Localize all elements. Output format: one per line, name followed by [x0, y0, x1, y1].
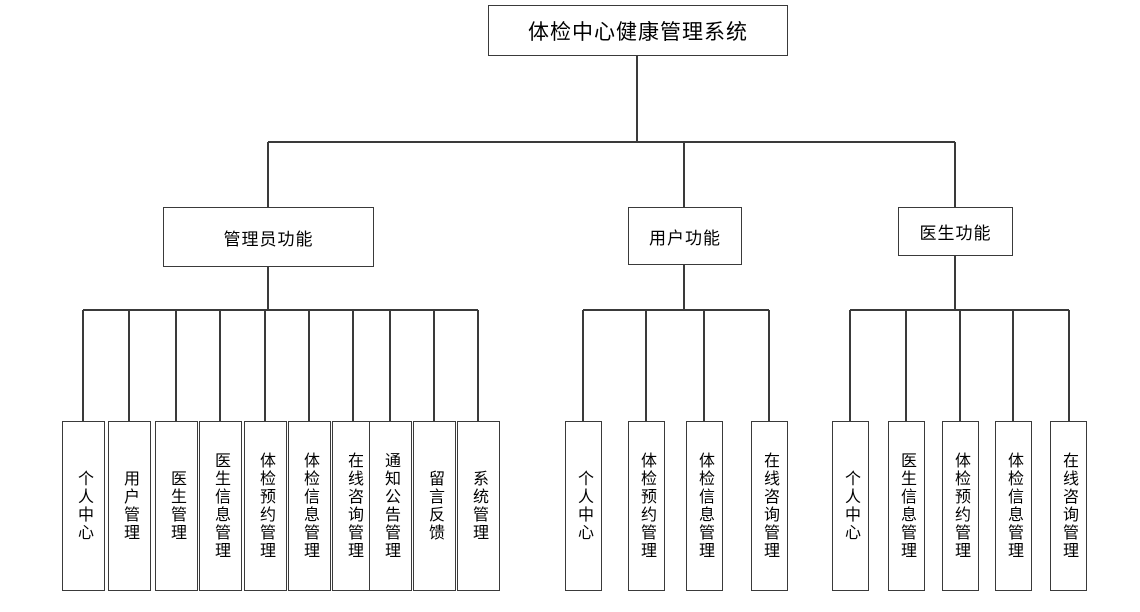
node-leaf-label: 在线咨询管理 [1059, 452, 1079, 560]
node-leaf-label: 个人中心 [74, 470, 94, 542]
node-leaf-label: 在线咨询管理 [760, 452, 780, 560]
node-leaf-admin-1[interactable]: 个人中心 [62, 421, 105, 591]
node-leaf-user-3[interactable]: 体检信息管理 [686, 421, 723, 591]
node-leaf-label: 体检预约管理 [637, 452, 657, 560]
node-leaf-user-2[interactable]: 体检预约管理 [628, 421, 665, 591]
node-leaf-doctor-4[interactable]: 体检信息管理 [995, 421, 1032, 591]
node-leaf-label: 体检预约管理 [256, 452, 276, 560]
node-leaf-label: 个人中心 [841, 470, 861, 542]
node-leaf-admin-6[interactable]: 体检信息管理 [288, 421, 331, 591]
node-leaf-label: 医生管理 [167, 470, 187, 542]
node-leaf-admin-10[interactable]: 系统管理 [457, 421, 500, 591]
node-leaf-user-4[interactable]: 在线咨询管理 [751, 421, 788, 591]
node-leaf-label: 体检信息管理 [1004, 452, 1024, 560]
node-leaf-admin-8[interactable]: 通知公告管理 [369, 421, 412, 591]
node-leaf-admin-5[interactable]: 体检预约管理 [244, 421, 287, 591]
node-leaf-admin-9[interactable]: 留言反馈 [413, 421, 456, 591]
node-leaf-label: 医生信息管理 [211, 452, 231, 560]
node-branch-user[interactable]: 用户功能 [628, 207, 742, 265]
node-branch-doctor-label: 医生功能 [919, 224, 992, 244]
node-root-label: 体检中心健康管理系统 [528, 19, 748, 44]
node-branch-admin[interactable]: 管理员功能 [163, 207, 374, 267]
node-branch-admin-label: 管理员功能 [223, 229, 314, 250]
node-leaf-doctor-3[interactable]: 体检预约管理 [942, 421, 979, 591]
node-leaf-label: 在线咨询管理 [344, 452, 364, 560]
node-branch-doctor[interactable]: 医生功能 [898, 207, 1013, 256]
node-leaf-label: 留言反馈 [425, 470, 445, 542]
node-leaf-label: 系统管理 [469, 470, 489, 542]
node-leaf-admin-3[interactable]: 医生管理 [155, 421, 198, 591]
node-leaf-label: 通知公告管理 [381, 452, 401, 560]
node-leaf-label: 用户管理 [120, 470, 140, 542]
node-leaf-label: 体检预约管理 [951, 452, 971, 560]
node-leaf-label: 医生信息管理 [897, 452, 917, 560]
node-branch-user-label: 用户功能 [649, 228, 721, 249]
node-leaf-label: 个人中心 [574, 470, 594, 542]
node-leaf-doctor-5[interactable]: 在线咨询管理 [1050, 421, 1087, 591]
node-leaf-admin-4[interactable]: 医生信息管理 [199, 421, 242, 591]
node-leaf-user-1[interactable]: 个人中心 [565, 421, 602, 591]
node-root[interactable]: 体检中心健康管理系统 [488, 5, 788, 56]
node-leaf-admin-2[interactable]: 用户管理 [108, 421, 151, 591]
node-leaf-doctor-2[interactable]: 医生信息管理 [888, 421, 925, 591]
node-leaf-label: 体检信息管理 [695, 452, 715, 560]
node-leaf-doctor-1[interactable]: 个人中心 [832, 421, 869, 591]
node-leaf-label: 体检信息管理 [300, 452, 320, 560]
